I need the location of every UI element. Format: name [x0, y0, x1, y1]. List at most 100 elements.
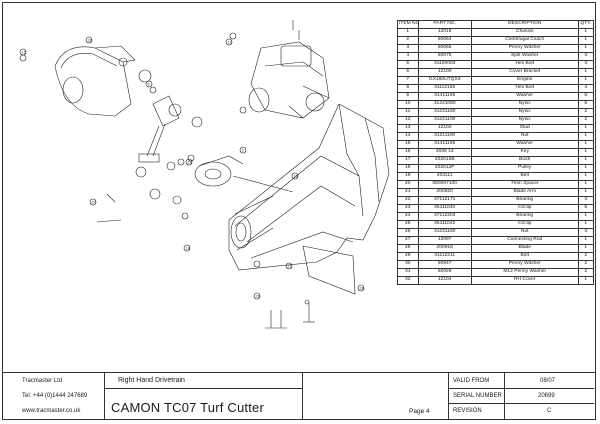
cell-item-no: 18 [397, 164, 419, 173]
cell-part-no: 90947 [417, 260, 472, 269]
cell-item-no: 23 [397, 204, 419, 213]
tb-divider [104, 388, 302, 389]
tb-divider [104, 373, 105, 420]
clutch-pulley [194, 155, 294, 251]
cell-part-no: 31241100 [417, 116, 472, 125]
cell-part-no: 60075 [417, 52, 472, 61]
cell-item-no: 1 [397, 28, 419, 37]
blade-arm [96, 95, 180, 223]
cell-part-no: 200918 [417, 244, 472, 253]
cell-description: Washer [470, 140, 579, 149]
cell-part-no: 2038 13 [417, 148, 472, 157]
tb-divider [448, 373, 449, 420]
cell-description: Stud [470, 124, 579, 133]
cell-item-no: 5 [397, 60, 419, 69]
cell-item-no: 32 [397, 276, 419, 285]
serial-number-label: SERIAL NUMBER [453, 393, 502, 399]
cell-description: RH Cover [470, 276, 579, 285]
engine-bolts [19, 20, 310, 305]
cell-part-no: 12100 [417, 68, 472, 77]
cell-description: Blade Arm [470, 188, 579, 197]
cell-description: Cover Bracket [470, 68, 579, 77]
cell-item-no: 13 [397, 124, 419, 133]
drawing-sheet [2, 2, 596, 420]
cell-part-no: 31112211 [417, 252, 472, 261]
cell-description: Split Washer [470, 52, 579, 61]
parts-table: ITEM NO. PART NO. DESCRIPTION QTY. 11201… [397, 20, 595, 285]
cell-description: Bush [470, 156, 579, 165]
cell-item-no: 9 [397, 92, 419, 101]
cell-qty: 1 [577, 188, 595, 197]
cell-description: 7mm Spacer [470, 180, 579, 189]
cell-part-no: 12102 [417, 124, 472, 133]
cell-qty: 8 [577, 92, 595, 101]
cell-item-no: 21 [397, 188, 419, 197]
svg-text:5: 5 [148, 82, 151, 87]
company-website: www.tracmaster.co.uk [22, 408, 81, 414]
cell-part-no: 203111 [417, 172, 472, 181]
cell-part-no: 31100003 [417, 60, 472, 69]
cell-part-no: 080007100 [417, 180, 472, 189]
cell-part-no: 31231160 [417, 228, 472, 237]
cell-part-no: 12018 [417, 28, 472, 37]
cell-part-no: 31211100 [417, 132, 472, 141]
svg-text:28: 28 [360, 286, 365, 291]
cell-item-no: 11 [397, 108, 419, 117]
cell-description: Nyloc [470, 108, 579, 117]
svg-text:27: 27 [92, 200, 97, 205]
cell-description: Nyloc [470, 116, 579, 125]
cell-item-no: 30 [397, 260, 419, 269]
cell-item-no: 2 [397, 36, 419, 45]
cell-qty: 2 [577, 116, 595, 125]
cell-qty: 1 [577, 172, 595, 181]
tb-divider [448, 403, 594, 404]
cell-item-no: 17 [397, 156, 419, 165]
cell-description: Key [470, 148, 579, 157]
svg-text:13: 13 [294, 174, 299, 179]
svg-text:21: 21 [288, 264, 293, 269]
svg-text:32: 32 [88, 38, 93, 43]
cell-qty: 3 [577, 196, 595, 205]
cell-qty: 2 [577, 108, 595, 117]
cell-qty: 1 [577, 44, 595, 53]
cell-qty: 4 [577, 84, 595, 93]
cell-description: Bolt [470, 252, 579, 261]
cell-qty: 3 [577, 52, 595, 61]
cell-qty: 1 [577, 28, 595, 37]
cell-description: Nut [470, 228, 579, 237]
cell-part-no: 35111040 [417, 204, 472, 213]
cell-item-no: 8 [397, 84, 419, 93]
cell-description: Hex Bolt [470, 60, 579, 69]
cell-item-no: 20 [397, 180, 419, 189]
cell-description: Bearing [470, 196, 579, 205]
serial-number-value: 20699 [538, 393, 555, 399]
cell-description: Chassis [470, 28, 579, 37]
cell-item-no: 6 [397, 68, 419, 77]
parts-table-header: ITEM NO. PART NO. DESCRIPTION QTY. [397, 20, 595, 29]
cell-description: Penny Washer [470, 260, 579, 269]
cell-qty: 1 [577, 276, 595, 285]
cell-part-no: 60064 [417, 36, 472, 45]
cell-qty: 1 [577, 164, 595, 173]
tb-divider [302, 373, 303, 420]
cell-qty: 1 [577, 132, 595, 141]
cell-part-no: 37112171 [417, 196, 472, 205]
svg-text:29: 29 [256, 294, 261, 299]
cell-qty: 3 [577, 60, 595, 69]
cell-qty: 6 [577, 100, 595, 109]
drawing-title: CAMON TC07 Turf Cutter [111, 400, 264, 415]
